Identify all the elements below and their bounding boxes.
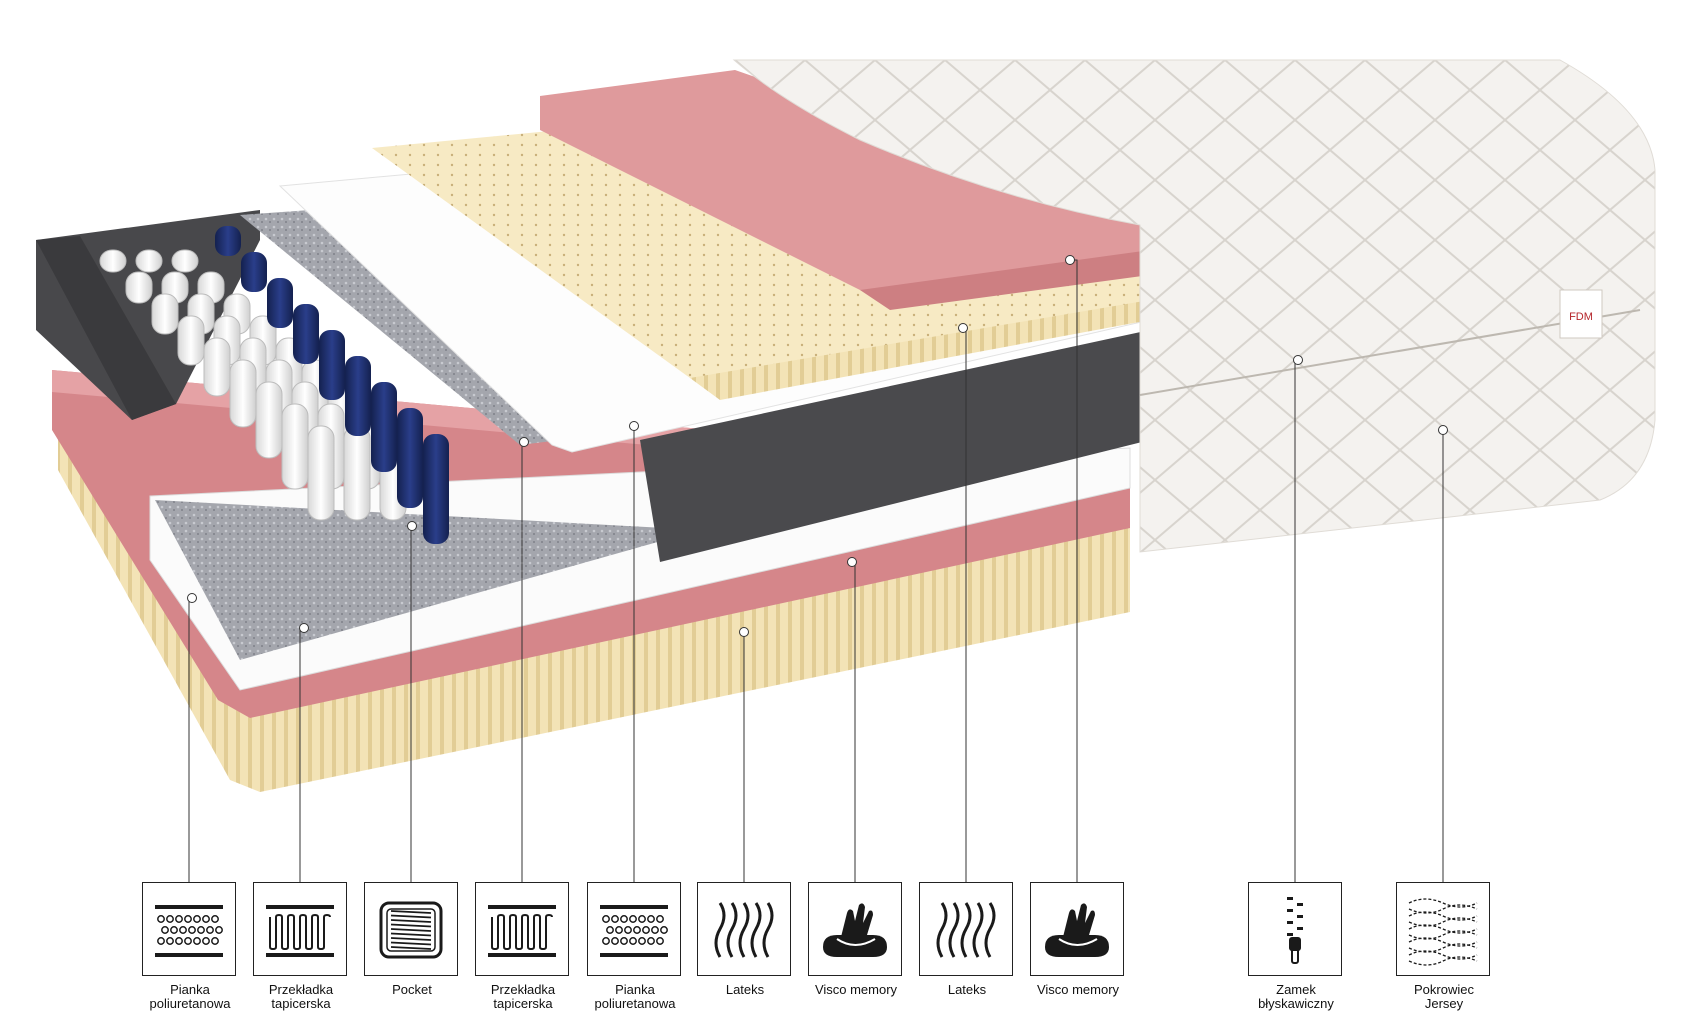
legend-label-line: Przekładka [490,982,556,997]
latex-waves-icon [697,882,791,976]
latex-waves-icon [919,882,1013,976]
jersey-quilt-icon [1396,882,1490,976]
leader-dot [187,593,197,603]
legend-label: Lateks [919,983,1015,997]
legend-label: Pocket [364,983,460,997]
pocket-spring [203,337,231,397]
legend-label-line: Lateks [725,982,765,997]
legend-label-line: Pokrowiec [1414,982,1474,997]
legend-item-visco-2: Visco memory [1030,882,1126,997]
visco-hand-icon [808,882,902,976]
leader-dot [1438,425,1448,435]
pocket-spring [229,359,257,428]
leader-dot [958,323,968,333]
foam-icon [587,882,681,976]
legend-label-line: błyskawiczny [1258,996,1334,1011]
blue-spring [267,278,293,328]
brand-logo-text: FDM [1569,311,1593,323]
top-latex-slab [372,130,1150,400]
pocket-spring [151,293,179,335]
blue-spring [423,434,449,544]
zipper-icon [1248,882,1342,976]
blue-spring [241,252,267,292]
center-dark-foam-block [640,330,1150,562]
pocket-spring [99,249,127,273]
legend-label-line: Lateks [947,982,987,997]
legend-label-line: Visco memory [1036,982,1120,997]
blue-spring [345,356,371,436]
pocket-spring [135,249,163,273]
legend-label-line: Zamek [1276,982,1316,997]
legend-label-line: Pianka [615,982,655,997]
legend-label-line: tapicerska [271,996,331,1011]
leader-dot [519,437,529,447]
pocket-spring-icon [364,882,458,976]
legend-label-line: tapicerska [493,996,553,1011]
legend-label-line: poliuretanowa [149,996,231,1011]
leader-lines [187,255,1448,882]
pocket-spring [307,425,335,521]
visco-hand-icon [1030,882,1124,976]
upholstery-wave-icon [253,882,347,976]
legend-item-lateks-2: Lateks [919,882,1015,997]
left-dark-foam-frame [36,210,260,420]
pocket-spring [255,381,283,459]
pocket-spring [281,403,309,490]
blue-spring [293,304,319,364]
legend-item-pocket: Pocket [364,882,460,997]
legend-label: Visco memory [808,983,904,997]
leader-dot [739,627,749,637]
legend-label-line: Pianka [170,982,210,997]
legend-label-line: Pocket [392,982,432,997]
legend-label-line: poliuretanowa [594,996,676,1011]
blue-spring [215,226,241,256]
blue-pocket-springs [215,226,449,544]
blue-spring [319,330,345,400]
legend-label-line: Przekładka [268,982,334,997]
upholstery-wave-icon [475,882,569,976]
blue-spring [371,382,397,472]
quilted-jersey-cover: FDM [732,59,1656,553]
leader-dot [1065,255,1075,265]
leader-dot [1293,355,1303,365]
pocket-spring [343,425,371,521]
legend-item-lateks-1: Lateks [697,882,793,997]
leader-dot [847,557,857,567]
leader-dot [629,421,639,431]
legend-label: Visco memory [1030,983,1126,997]
leader-dot [299,623,309,633]
felt-strip [240,210,560,445]
pocket-spring [125,271,153,304]
pocket-spring [177,315,205,366]
legend-label: Lateks [697,983,793,997]
foam-icon [142,882,236,976]
pocket-springs [99,249,407,521]
legend-label-line: Visco memory [814,982,898,997]
pocket-spring [171,249,199,273]
leader-dot [407,521,417,531]
bottom-felt-pad [155,500,700,660]
blue-spring [397,408,423,508]
legend-label-line: Jersey [1424,996,1464,1011]
legend-item-visco-1: Visco memory [808,882,904,997]
